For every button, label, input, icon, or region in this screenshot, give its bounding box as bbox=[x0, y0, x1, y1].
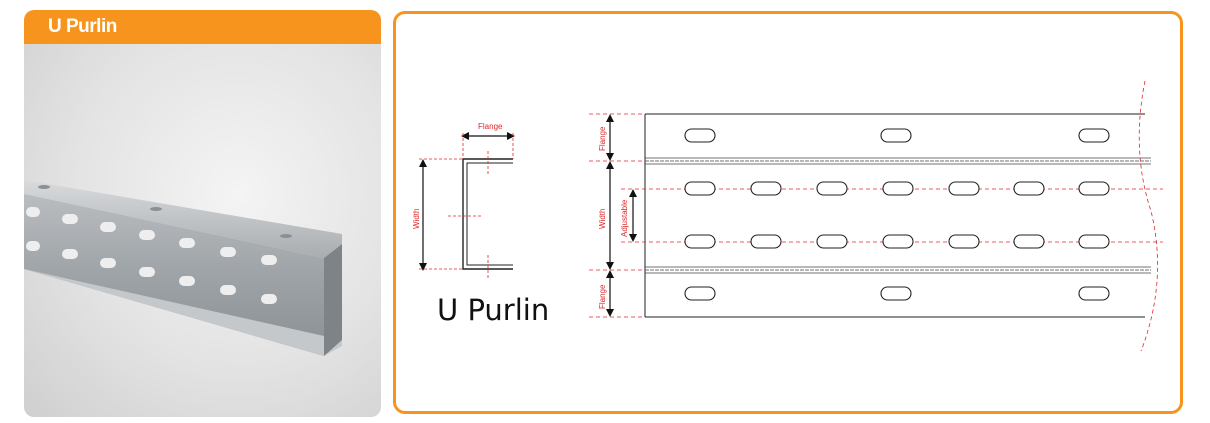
flange-label-lower: Flange bbox=[598, 284, 607, 309]
flat-layout bbox=[589, 80, 1163, 352]
slot-outlines bbox=[684, 128, 1110, 301]
product-image bbox=[24, 180, 342, 356]
u-section-profile bbox=[419, 132, 515, 279]
section-title: U Purlin bbox=[437, 293, 550, 327]
width-label-section: Width bbox=[412, 209, 421, 229]
width-label-layout: Width bbox=[598, 209, 607, 229]
card-header: U Purlin bbox=[24, 10, 381, 44]
drawing-card bbox=[393, 11, 1183, 414]
card-title: U Purlin bbox=[48, 16, 117, 37]
flange-label-section: Flange bbox=[478, 122, 503, 131]
flange-label-upper: Flange bbox=[598, 126, 607, 151]
product-card: U Purlin bbox=[24, 10, 381, 417]
technical-drawing: Flange Width bbox=[412, 80, 1163, 352]
slot-holes bbox=[26, 207, 277, 304]
adjustable-label: Adjustable bbox=[620, 199, 629, 237]
